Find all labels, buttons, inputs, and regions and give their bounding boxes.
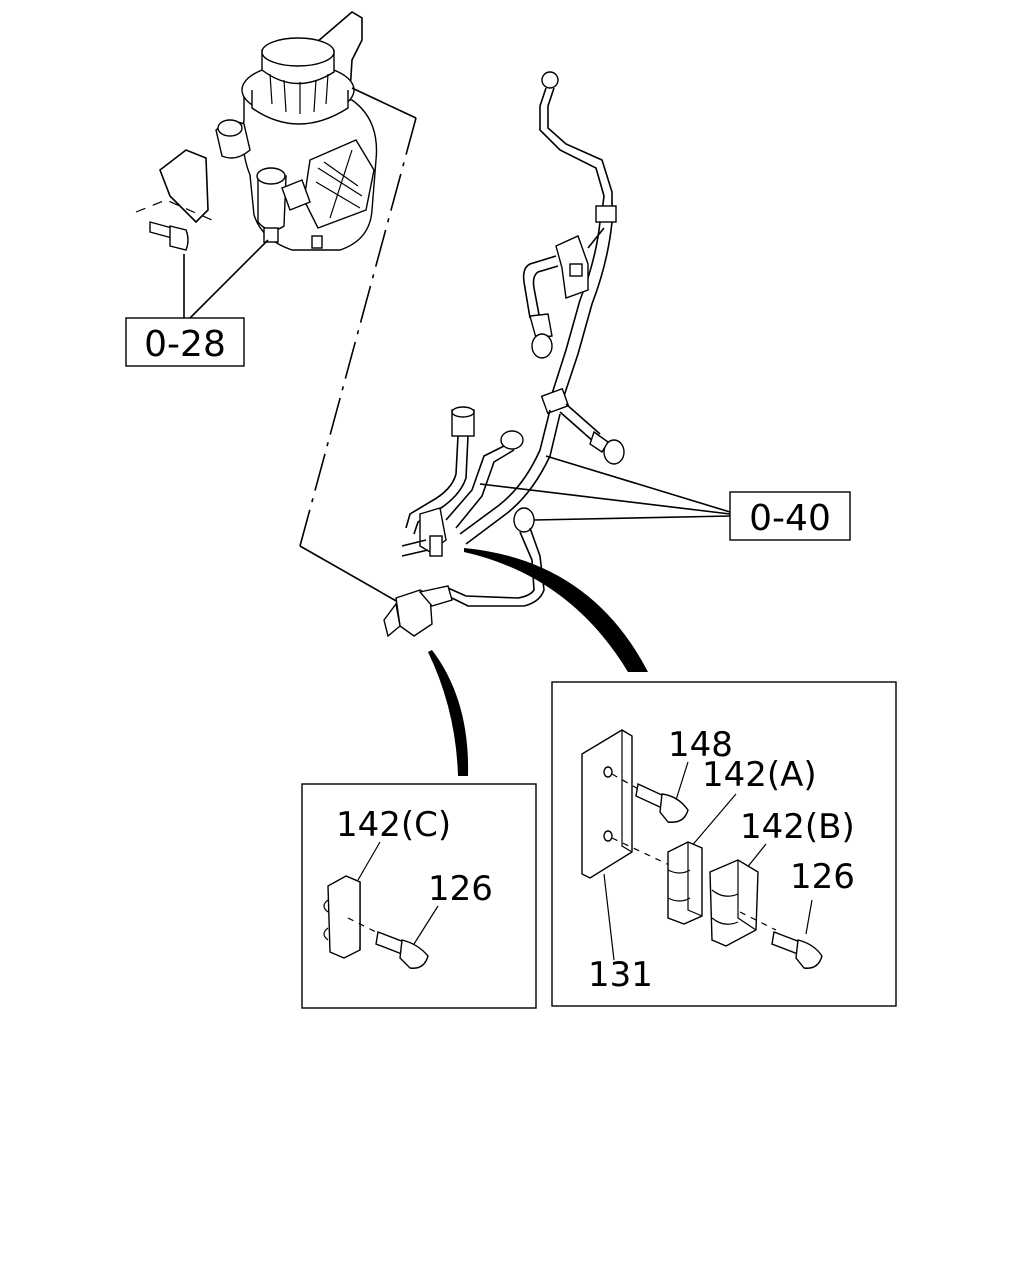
fuel-pump-assembly [135,11,378,251]
fuel-pipes-assembly [383,71,625,638]
ref-040-box [729,491,851,541]
plate-131 [581,729,633,879]
detail-right-panel: 148 142(A) 142(B) 126 131 [551,681,897,1007]
pointer-left [428,650,469,776]
label-142b: 142(B) [740,807,855,847]
pointer-right [464,548,648,672]
detail-pointers [428,548,648,776]
ref-028-callout: 0-28 [125,239,269,367]
ref-040-callout: 0-40 [479,455,851,541]
label-148: 148 [668,725,733,765]
label-126-left: 126 [428,869,493,909]
ref-028-box [125,317,245,367]
pump-to-clip-connector [299,87,417,603]
ref-040-label: 0-40 [749,498,831,539]
detail-left-panel: 142(C) 126 [301,783,537,1009]
ref-028-label: 0-28 [144,324,226,365]
label-142c: 142(C) [336,805,451,845]
clip-142a [667,841,703,925]
label-126-right: 126 [790,857,855,897]
clip-142b [709,859,759,947]
label-142a: 142(A) [702,755,817,795]
label-131: 131 [588,955,653,995]
